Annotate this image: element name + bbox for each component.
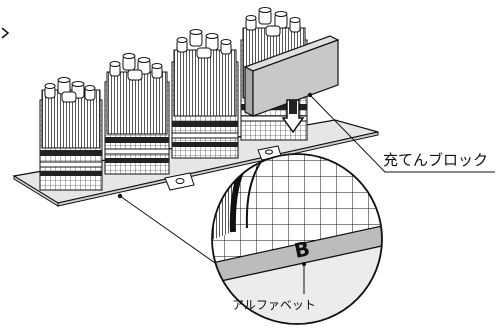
filter-cartridge-3: [171, 29, 239, 159]
magnified-view: [212, 154, 382, 324]
corner-mark: [1, 27, 10, 39]
filling-block: [243, 35, 340, 117]
filter-cartridge-1: [39, 77, 103, 191]
zoom-letter: B: [292, 236, 312, 263]
insert-arrow: [281, 99, 305, 134]
leader-line-filling-block: [309, 94, 495, 173]
filling-block-label: 充てんブロック: [383, 151, 489, 169]
filter-cartridge-2: [104, 53, 170, 175]
zoom-leader-line: [119, 195, 226, 271]
alphabet-label: アルファベット: [232, 298, 316, 312]
